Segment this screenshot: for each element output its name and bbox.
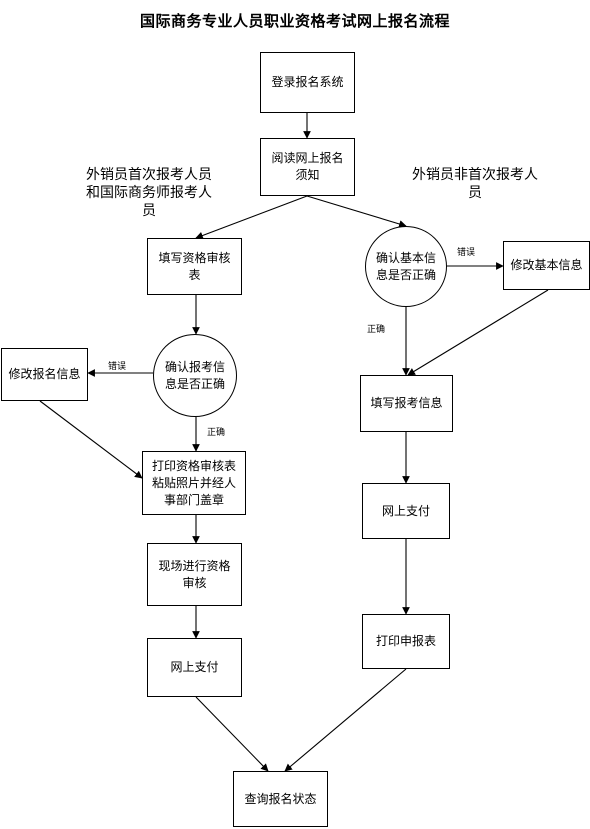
node-onsite-review: 现场进行资格审核 bbox=[147, 543, 242, 606]
label-error-right: 错误 bbox=[457, 248, 476, 258]
node-fill-review-form: 填写资格审核表 bbox=[147, 238, 242, 295]
arrow-modify-info-to-print bbox=[39, 400, 143, 479]
right-branch-note: 外销员非首次报考人员 bbox=[412, 167, 538, 201]
page-title: 国际商务专业人员职业资格考试网上报名流程 bbox=[139, 12, 450, 30]
node-pay-online-right: 网上支付 bbox=[362, 483, 450, 539]
arrow-print-app-to-query bbox=[284, 668, 407, 772]
arrow-modify-basic-to-fill-exam bbox=[407, 289, 549, 376]
arrow-read-to-fill-review bbox=[195, 195, 308, 240]
arrow-pay-left-to-query bbox=[195, 696, 269, 772]
node-query-status: 查询报名状态 bbox=[233, 771, 328, 827]
node-pay-online-left: 网上支付 bbox=[147, 638, 242, 697]
arrow-read-to-confirm-basic bbox=[306, 195, 407, 228]
node-modify-basic-info: 修改基本信息 bbox=[503, 241, 590, 290]
node-confirm-basic-info: 确认基本信息是否正确 bbox=[365, 226, 447, 307]
label-correct-right: 正确 bbox=[367, 325, 386, 335]
node-print-review-form: 打印资格审核表粘贴照片并经人事部门盖章 bbox=[142, 451, 246, 515]
node-modify-registration-info: 修改报名信息 bbox=[1, 348, 88, 401]
node-confirm-exam-info: 确认报考信息是否正确 bbox=[153, 334, 237, 417]
label-error-left: 错误 bbox=[108, 362, 127, 372]
node-read-notice: 阅读网上报名须知 bbox=[260, 138, 355, 196]
left-branch-note: 外销员首次报考人员和国际商务师报考人员 bbox=[86, 167, 212, 219]
node-print-application: 打印申报表 bbox=[362, 614, 450, 669]
node-fill-exam-info: 填写报考信息 bbox=[360, 375, 453, 432]
label-correct-left: 正确 bbox=[207, 428, 226, 438]
node-login: 登录报名系统 bbox=[260, 52, 355, 113]
